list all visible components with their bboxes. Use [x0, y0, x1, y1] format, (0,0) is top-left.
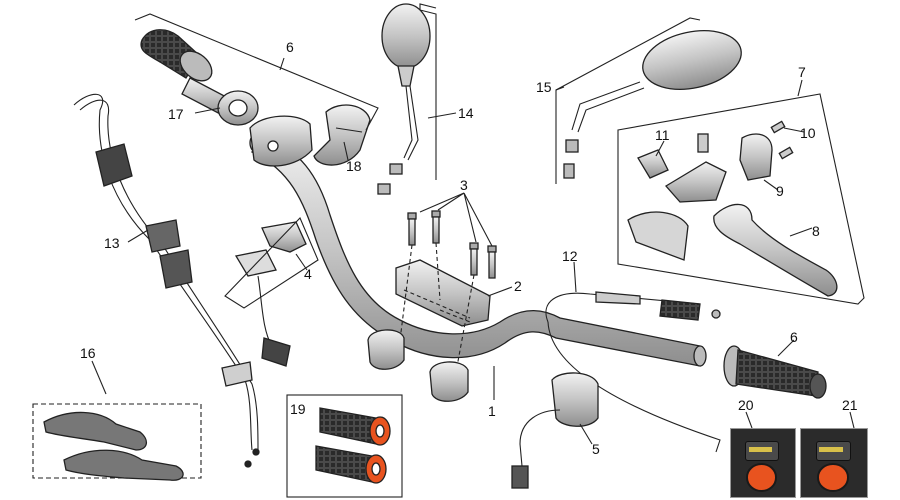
callout-17: 17 — [168, 106, 184, 122]
callout-21: 21 — [842, 397, 858, 413]
callout-11: 11 — [655, 127, 670, 143]
callout-5: 5 — [592, 441, 600, 457]
callout-20: 20 — [738, 397, 754, 413]
clamp-18 — [313, 104, 371, 166]
callout-labels: 1 2 3 4 5 6 6 7 8 9 10 11 12 13 14 15 16… — [80, 39, 858, 457]
switch-button — [746, 463, 778, 492]
callout-4: 4 — [304, 266, 312, 282]
grip-set — [286, 394, 403, 498]
leader-lines — [91, 57, 855, 445]
callout-9: 9 — [776, 183, 784, 199]
callout-6-left: 6 — [286, 39, 294, 55]
callout-15: 15 — [536, 79, 552, 95]
callout-12: 12 — [562, 248, 578, 264]
right-switch — [511, 372, 599, 489]
right-mirror — [563, 30, 742, 179]
photo-switch-20 — [730, 428, 796, 498]
left-mirror — [377, 3, 431, 195]
switch-tag — [819, 446, 844, 453]
callout-1: 1 — [488, 403, 496, 419]
right-grip — [723, 345, 827, 399]
lower-clamps — [367, 329, 469, 402]
callout-6-right: 6 — [790, 329, 798, 345]
lever-assembly — [627, 120, 838, 297]
callout-18: 18 — [346, 158, 362, 174]
callout-3: 3 — [460, 177, 468, 193]
photo-switch-21 — [800, 428, 868, 498]
callout-13: 13 — [104, 235, 120, 251]
callout-14: 14 — [458, 105, 474, 121]
throttle-ring — [217, 90, 259, 126]
callout-8: 8 — [812, 223, 820, 239]
callout-16: 16 — [80, 345, 96, 361]
switch-tag — [748, 446, 772, 453]
group-outlines — [134, 3, 865, 309]
assembly-lines — [399, 242, 475, 373]
throttle-cable-12 — [545, 291, 721, 453]
throttle-cables — [73, 93, 260, 468]
hand-guards — [32, 403, 202, 481]
callout-2: 2 — [514, 278, 522, 294]
upper-clamp — [395, 259, 491, 327]
callout-7: 7 — [798, 64, 806, 80]
switch-button — [816, 463, 849, 492]
bolts — [407, 210, 497, 279]
callout-19: 19 — [290, 401, 306, 417]
left-switch-housing — [249, 115, 313, 167]
callout-10: 10 — [800, 125, 816, 141]
switch-4 — [234, 221, 307, 367]
